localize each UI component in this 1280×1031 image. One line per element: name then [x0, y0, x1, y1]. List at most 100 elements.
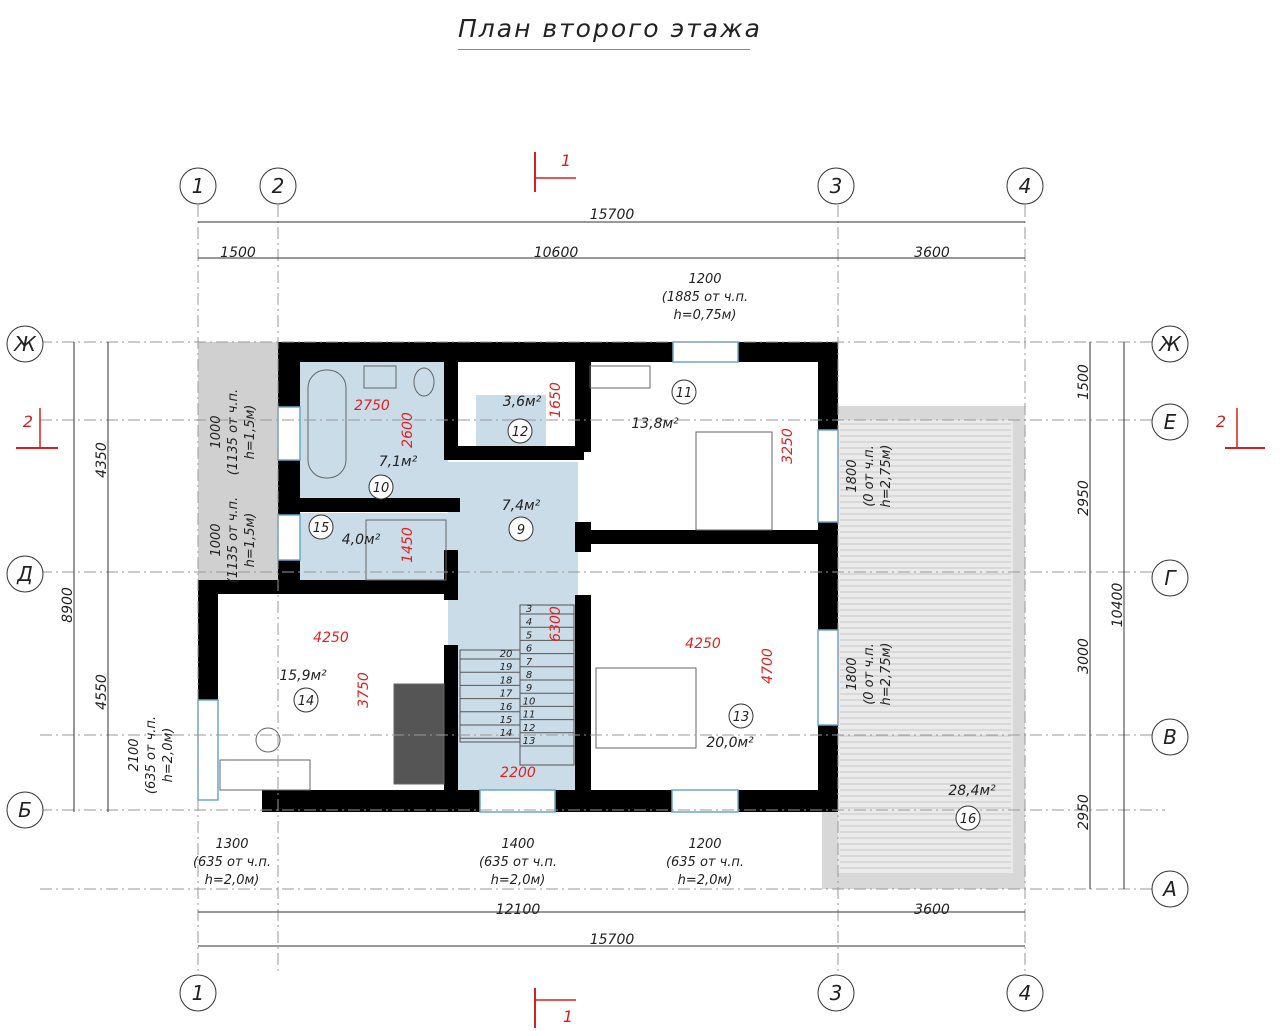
- dim-right-4: 2950: [1076, 794, 1092, 830]
- left-balcony: [198, 342, 280, 580]
- axis-col-4-label: 4: [1019, 174, 1032, 198]
- stair-step-9: 9: [526, 683, 532, 694]
- stair-step-15: 15: [500, 715, 513, 726]
- stair-step-8: 8: [526, 670, 532, 681]
- axis-row-left-b-marker: [6, 791, 44, 829]
- stair-step-11: 11: [523, 710, 536, 721]
- room-9-number: 9: [517, 523, 525, 538]
- dim-left-total: 8900: [60, 587, 76, 623]
- room-12-number: 12: [512, 425, 529, 440]
- room-13-area: 20,0м²: [706, 735, 754, 751]
- windows: [197, 341, 839, 813]
- inner-dim-11: 2200: [500, 765, 536, 781]
- dim-right-3: 3000: [1076, 638, 1092, 674]
- stair-step-20: 20: [500, 649, 513, 660]
- axis-row-right-zh-marker: [1151, 325, 1189, 363]
- dim-right-total: 10400: [1110, 583, 1126, 628]
- axis-col-3-marker: [817, 167, 855, 205]
- axis-row-right-a-marker: [1151, 870, 1189, 908]
- dim-top-total: 15700: [590, 207, 635, 223]
- axis-row-left-d-marker: [6, 555, 44, 593]
- room-16-number: 16: [960, 812, 977, 827]
- room-10-number: 10: [373, 481, 390, 496]
- room-15-area: 4,0м²: [342, 532, 381, 548]
- room-10-area: 7,1м²: [379, 454, 418, 470]
- axis-col-bottom-3-marker: [817, 974, 855, 1012]
- stair-step-17: 17: [500, 689, 513, 700]
- section-mark-right: 2: [1216, 412, 1226, 431]
- inner-dim-6: 6300: [548, 606, 564, 642]
- window-note-bottom-3-2: h=2,0м): [678, 873, 733, 888]
- stair-step-5: 5: [526, 630, 532, 641]
- dim-bottom-1: 12100: [496, 902, 541, 918]
- window-note-left-bottom-0: 2100: [127, 738, 142, 771]
- window-note-bottom-3-0: 1200: [688, 837, 721, 852]
- room-14-number: 14: [298, 694, 315, 709]
- room-9-area: 7,4м²: [502, 498, 541, 514]
- plan-title: План второго этажа: [458, 14, 762, 43]
- axis-col-bottom-4-marker: [1006, 974, 1044, 1012]
- room-10-marker: [368, 474, 394, 500]
- window-note-bottom-3-1: (635 от ч.п.: [666, 855, 744, 870]
- axis-row-left-d-label: Д: [16, 562, 33, 586]
- window-note-right-upper-1: (0 от ч.п.: [862, 445, 877, 507]
- room-9-marker: [508, 516, 534, 542]
- stair-step-7: 7: [526, 657, 533, 668]
- dim-right-2: 2950: [1076, 480, 1092, 516]
- stair-step-10: 10: [523, 696, 536, 707]
- room-16-area: 28,4м²: [948, 783, 996, 799]
- window-note-bottom-1-0: 1300: [215, 837, 248, 852]
- room-12-area: 3,6м²: [503, 394, 542, 410]
- axis-lines: [40, 205, 1165, 975]
- window-note-left-upper-2: h=1,5м): [243, 405, 258, 460]
- dim-left-1: 4350: [94, 442, 110, 478]
- inner-dim-7: 4250: [313, 630, 349, 646]
- window-note-bottom-2-0: 1400: [501, 837, 534, 852]
- axis-col-1-marker: [179, 167, 217, 205]
- terrace-deck-lines: [840, 423, 1011, 869]
- stair-step-18: 18: [500, 675, 513, 686]
- axis-row-right-g-label: Г: [1164, 566, 1177, 590]
- window-note-bottom-1-2: h=2,0м): [205, 873, 260, 888]
- dimension-lines: [73, 221, 1125, 947]
- axis-col-bottom-1-marker: [179, 974, 217, 1012]
- dim-top-3: 3600: [914, 245, 950, 261]
- room-15-number: 15: [313, 521, 330, 536]
- window-note-right-lower-0: 1800: [845, 657, 860, 690]
- axis-row-right-zh-label: Ж: [1157, 332, 1182, 356]
- dim-top-1: 1500: [220, 245, 256, 261]
- axis-row-left-zh-marker: [6, 325, 44, 363]
- window-note-right-lower-1: (0 от ч.п.: [862, 643, 877, 705]
- axis-col-1-label: 1: [192, 174, 205, 198]
- window-note-top-1: (1885 от ч.п.: [662, 290, 748, 305]
- window-note-left-lower-2: h=1,5м): [243, 513, 258, 568]
- axis-row-right-v-label: В: [1163, 725, 1177, 749]
- axis-row-right-e-label: Е: [1164, 410, 1177, 434]
- axis-col-2-label: 2: [272, 174, 285, 198]
- window-note-left-upper-1: (1135 от ч.п.: [226, 389, 241, 475]
- section-mark-bottom: 1: [563, 1007, 573, 1026]
- room-11-number: 11: [676, 386, 693, 401]
- axis-row-left-b-label: Б: [18, 798, 32, 822]
- axis-row-left-zh-label: Ж: [12, 332, 37, 356]
- axis-col-2-marker: [259, 167, 297, 205]
- axis-col-4-marker: [1006, 167, 1044, 205]
- inner-dim-3: 1650: [548, 382, 564, 418]
- section-mark-left: 2: [23, 412, 33, 431]
- axis-col-bottom-1-label: 1: [192, 981, 205, 1005]
- inner-dim-8: 3750: [356, 672, 372, 708]
- window-note-left-lower-1: (1135 от ч.п.: [226, 497, 241, 583]
- inner-dim-9: 4250: [685, 636, 721, 652]
- window-note-top-0: 1200: [688, 272, 721, 287]
- window-note-bottom-2-2: h=2,0м): [491, 873, 546, 888]
- dim-top-2: 10600: [534, 245, 579, 261]
- section-mark-top: 1: [561, 151, 571, 170]
- stair-step-12: 12: [523, 723, 536, 734]
- inner-dim-4: 3250: [780, 428, 796, 464]
- inner-dim-1: 2750: [354, 398, 390, 414]
- window-note-right-upper-0: 1800: [845, 459, 860, 492]
- axis-row-right-a-label: А: [1161, 877, 1177, 901]
- axis-row-right-e-marker: [1151, 403, 1189, 441]
- stair-step-14: 14: [500, 728, 513, 739]
